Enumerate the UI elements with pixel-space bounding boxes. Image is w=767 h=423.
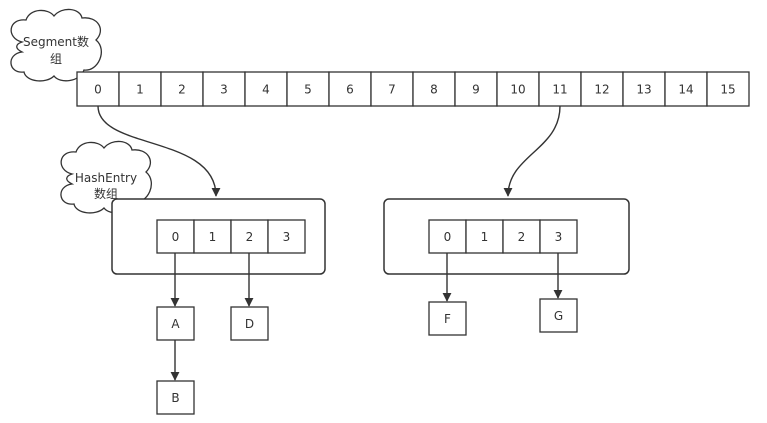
segment-cell-label: 10 [510,83,525,97]
segment-cell-label: 1 [136,83,144,97]
segment-cell-label: 5 [304,83,312,97]
node-b: B [156,380,195,415]
segment-cell-label: 15 [720,83,735,97]
segment-cell [580,71,624,107]
left-hashentry-cell-label: 2 [246,230,254,244]
segment-array-cloud: Segment数 组 [10,8,102,82]
node-d-label: D [245,317,254,331]
node-b-label: B [171,391,179,405]
link-segment-0-to-left-table [97,105,221,197]
left-hashentry-cell-label: 1 [209,230,217,244]
node-d: D [230,306,269,341]
segment-cell [244,71,288,107]
left-hashentry-row: 0 1 2 3 [156,219,306,254]
right-hashentry-row: 0 1 2 3 [428,219,578,254]
segment-cell-label: 14 [678,83,693,97]
right-hashentry-cell-label: 1 [481,230,489,244]
segment-cell-label: 6 [346,83,354,97]
segment-cell-label: 3 [220,83,228,97]
segment-cell [160,71,204,107]
segment-cell-label: 7 [388,83,396,97]
left-hashentry-cell-label: 3 [283,230,291,244]
segment-cell [328,71,372,107]
right-hashentry-cell-label: 0 [444,230,452,244]
left-hashentry-cell-label: 0 [172,230,180,244]
segment-cell-label: 11 [552,83,567,97]
right-hashentry-cell-label: 3 [555,230,563,244]
segment-cell [454,71,498,107]
node-f-label: F [444,312,451,326]
node-g: G [539,298,578,333]
left-hashentry-cell [267,219,306,254]
node-g-label: G [554,309,563,323]
segment-array-label-line2: 组 [50,52,62,66]
node-f: F [428,301,467,336]
segment-cell [706,71,750,107]
segment-cell-label: 12 [594,83,609,97]
segment-cell-label: 0 [94,83,102,97]
segment-cell-label: 2 [178,83,186,97]
segment-cell [76,71,120,107]
right-hashentry-cell-label: 2 [518,230,526,244]
left-hashentry-cell [156,219,195,254]
segment-cell [412,71,456,107]
segment-cell-label: 9 [472,83,480,97]
segment-cell [622,71,666,107]
segment-cell-label: 8 [430,83,438,97]
segment-array-label-line1: Segment数 [23,34,89,49]
segment-cell-label: 4 [262,83,270,97]
node-a: A [156,306,195,341]
segment-cell [370,71,414,107]
hashentry-array-cloud: HashEntry 数组 [60,140,152,214]
segment-cell [538,71,582,107]
node-a-label: A [171,317,180,331]
segment-cell [286,71,330,107]
hashentry-array-label-line2: 数组 [94,186,118,201]
segment-cell [118,71,162,107]
segment-cell-label: 13 [636,83,651,97]
left-hashentry-cell [193,219,232,254]
hashentry-array-label-line1: HashEntry [75,171,137,185]
link-segment-11-to-right-table [503,105,561,197]
